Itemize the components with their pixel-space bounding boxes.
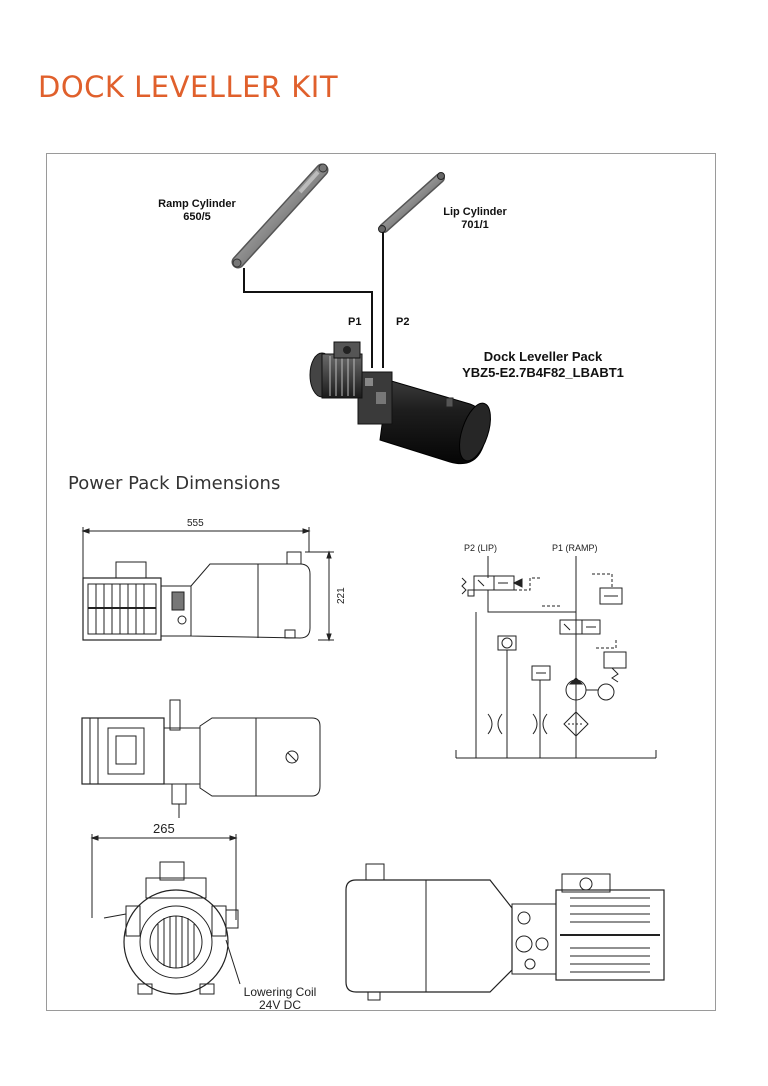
section-title: Power Pack Dimensions <box>68 473 281 494</box>
top-view-drawing <box>81 699 321 818</box>
lip-cylinder-label: Lip Cylinder 701/1 <box>430 206 520 232</box>
pack-label: Dock Leveller Pack YBZ5-E2.7B4F82_LBABT1 <box>448 349 638 381</box>
ramp-cylinder-name: Ramp Cylinder <box>158 198 236 210</box>
side-view-drawing <box>81 527 334 642</box>
lip-cylinder-code: 701/1 <box>461 219 489 231</box>
power-pack-illustration <box>309 341 491 465</box>
lowering-coil-voltage: 24V DC <box>258 998 302 1012</box>
rear-view-drawing <box>345 863 665 1001</box>
lowering-coil-name: Lowering Coil <box>243 985 317 999</box>
schematic-p2-label: P2 (LIP) <box>464 543 498 553</box>
hydraulic-schematic-drawing <box>455 556 657 759</box>
lip-cylinder-name: Lip Cylinder <box>443 206 507 218</box>
port-p1-label: P1 <box>348 316 362 328</box>
height-dimension: 221 <box>336 587 347 604</box>
lip-cylinder-illustration <box>378 172 445 233</box>
port-p2-label: P2 <box>396 316 410 328</box>
ramp-cylinder-code: 650/5 <box>183 211 211 223</box>
lowering-coil-note: Lowering Coil 24V DC <box>232 986 328 1012</box>
end-view-drawing <box>90 834 241 995</box>
width-dimension: 265 <box>153 821 175 836</box>
page-title: DOCK LEVELLER KIT <box>38 70 339 104</box>
schematic-p1-label: P1 (RAMP) <box>552 543 598 553</box>
pack-name: Dock Leveller Pack <box>483 349 603 364</box>
length-dimension: 555 <box>187 518 204 529</box>
drawing-frame <box>46 153 716 1011</box>
ramp-cylinder-illustration <box>231 163 329 269</box>
pack-model: YBZ5-E2.7B4F82_LBABT1 <box>462 365 624 380</box>
ramp-cylinder-label: Ramp Cylinder 650/5 <box>152 198 242 224</box>
